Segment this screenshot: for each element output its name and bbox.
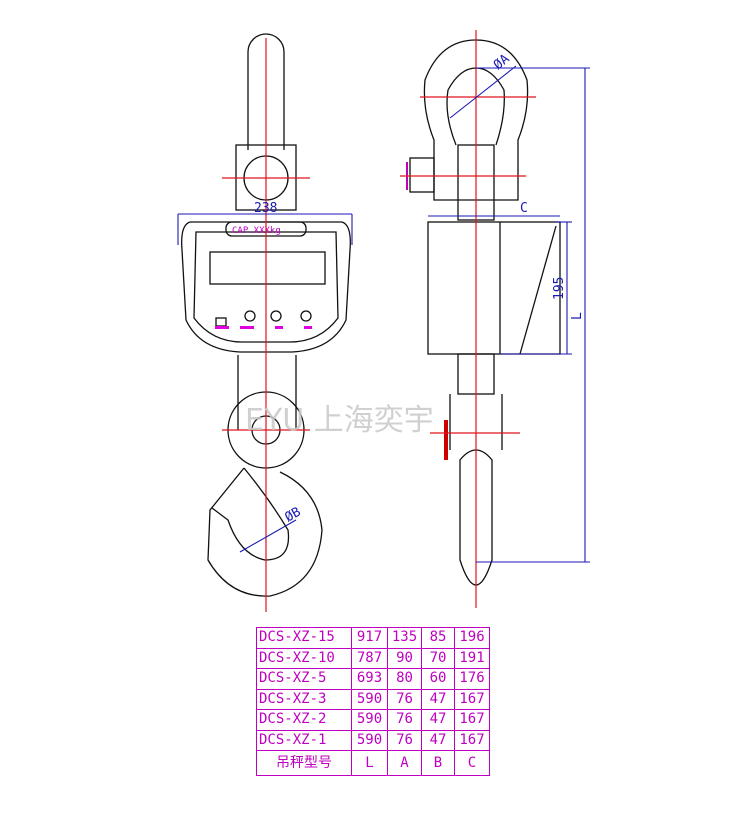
lcd-window — [209, 251, 326, 285]
dim-195-label: 195 — [552, 277, 567, 300]
width-dimension: 238 — [254, 201, 277, 216]
side-nut — [409, 157, 435, 193]
dim-l-label: L — [570, 312, 585, 320]
side-hook — [459, 449, 493, 586]
display-housing — [181, 221, 351, 353]
c-cell: 196 — [454, 627, 490, 649]
l-cell: 693 — [351, 668, 388, 690]
model-cell: DCS-XZ-5 — [256, 668, 352, 690]
a-cell: 90 — [387, 647, 422, 669]
l-cell: 917 — [351, 627, 388, 649]
l-cell: 590 — [351, 709, 388, 731]
model-cell: DCS-XZ-15 — [256, 627, 352, 649]
watermark: EYU 上海奕宇 — [245, 403, 434, 438]
l-cell: 590 — [351, 729, 388, 751]
side-body — [427, 221, 561, 355]
dim-c-label: C — [520, 201, 528, 216]
b-cell: 85 — [421, 627, 455, 649]
model-cell: DCS-XZ-2 — [256, 709, 352, 731]
a-cell: 76 — [387, 729, 422, 751]
a-cell: 80 — [387, 668, 422, 690]
hook-diameter-label: ØB — [283, 505, 304, 526]
header-c: C — [454, 750, 490, 776]
c-cell: 167 — [454, 688, 490, 710]
shackle-diameter-label: ØA — [491, 51, 513, 73]
top-shackle-link — [247, 33, 285, 150]
c-cell: 167 — [454, 729, 490, 751]
a-cell: 135 — [387, 627, 422, 649]
c-cell: 176 — [454, 668, 490, 690]
a-cell: 76 — [387, 688, 422, 710]
b-cell: 47 — [421, 688, 455, 710]
header-a: A — [387, 750, 422, 776]
c-cell: 167 — [454, 709, 490, 731]
hook-shank — [237, 355, 297, 430]
header-b: B — [421, 750, 455, 776]
b-cell: 70 — [421, 647, 455, 669]
l-cell: 590 — [351, 688, 388, 710]
header-model: 吊秤型号 — [256, 750, 352, 776]
front-view: CAP.XXXkg 238 ØB — [177, 33, 353, 612]
l-cell: 787 — [351, 647, 388, 669]
cap-label: CAP.XXXkg — [232, 226, 281, 236]
model-cell: DCS-XZ-10 — [256, 647, 352, 669]
b-cell: 47 — [421, 729, 455, 751]
c-cell: 191 — [454, 647, 490, 669]
b-cell: 60 — [421, 668, 455, 690]
side-view: ØA C 195 L — [400, 30, 590, 608]
b-cell: 47 — [421, 709, 455, 731]
model-cell: DCS-XZ-1 — [256, 729, 352, 751]
header-l: L — [351, 750, 388, 776]
a-cell: 76 — [387, 709, 422, 731]
model-cell: DCS-XZ-3 — [256, 688, 352, 710]
hook — [207, 467, 323, 597]
